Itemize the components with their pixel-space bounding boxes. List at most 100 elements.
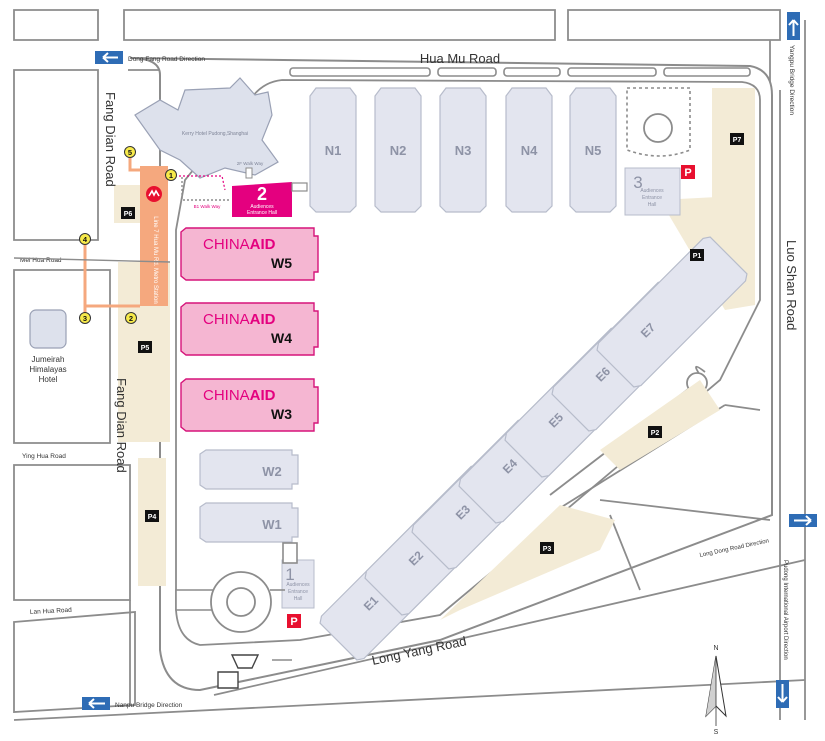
hua-mu-median: [289, 67, 751, 77]
hall-label: W2: [262, 464, 282, 479]
entrance-3-line3: Hall: [648, 202, 657, 208]
metro-exit-1[interactable]: 1: [165, 169, 177, 181]
hall-w3[interactable]: CHINAAID W3: [180, 378, 319, 432]
hall-brand: CHINAAID: [203, 387, 276, 404]
direction-yangpu: Yangpu Bridge Direction: [787, 12, 800, 115]
road-mei-hua-line: [13, 257, 171, 263]
block-left-upper: [13, 69, 99, 241]
metro-station[interactable]: Line 7 Hua Mu Rd. Metro Station: [140, 166, 168, 306]
svg-text:P3: P3: [543, 546, 552, 553]
hall-e7[interactable]: E7: [594, 234, 750, 390]
metro-exit-5[interactable]: 5: [124, 146, 136, 158]
block-left-bottom: [13, 611, 136, 713]
hall-label: N4: [521, 143, 538, 158]
metro-exit-2[interactable]: 2: [125, 312, 137, 324]
west-plain-halls: W1 W2: [199, 449, 299, 543]
hall-brand: CHINAAID: [203, 236, 276, 253]
parking-areas: [114, 88, 755, 620]
block-left-lower: [13, 464, 131, 601]
hall-label: W1: [262, 517, 282, 532]
hall-n1[interactable]: N1: [309, 87, 357, 213]
entrance-1-line1: Audiences: [286, 582, 310, 588]
entrance-1[interactable]: 1 Audiences Entrance Hall: [281, 559, 315, 609]
parking-p5: P5: [138, 341, 152, 353]
svg-text:P: P: [684, 167, 691, 179]
svg-text:1: 1: [169, 171, 173, 180]
hall-n2[interactable]: N2: [374, 87, 422, 213]
compass: N S: [705, 645, 727, 736]
north-roundabout: [626, 87, 691, 157]
parking-icon-south: P: [287, 614, 301, 628]
hall-n5[interactable]: N5: [569, 87, 617, 213]
svg-text:P2: P2: [651, 430, 660, 437]
main-roads: [13, 20, 806, 721]
road-mei-hua-label: Mei Hua Road: [20, 257, 62, 264]
entrance-1-connector: [282, 542, 298, 564]
hall-w1[interactable]: W1: [199, 502, 299, 543]
metro-exits: 1 2 3 4 5: [79, 146, 177, 324]
svg-text:2: 2: [129, 314, 133, 323]
entrance-3[interactable]: 3 Audiences Entrance Hall: [624, 167, 681, 216]
south-roundabout: [175, 571, 285, 633]
hall-n4[interactable]: N4: [505, 87, 553, 213]
metro-station-label: Line 7 Hua Mu Rd. Metro Station: [152, 216, 158, 303]
direction-nanpu: Nanpu Bridge Direction: [82, 697, 183, 710]
entrance-2[interactable]: 2 Audiences Entrance Hall: [232, 182, 292, 217]
road-luo-shan-label: Luo Shan Road: [784, 240, 799, 330]
parking-p3: P3: [540, 542, 554, 554]
direction-long-dong-label: Long Dong Road Direction: [699, 538, 769, 559]
walkway-b1-label: B1 Walk Way: [194, 204, 221, 209]
direction-pudong-airport-label: Pudong International Airport Direction: [782, 560, 788, 660]
hall-label: W4: [271, 330, 292, 346]
direction-nanpu-label: Nanpu Bridge Direction: [115, 702, 183, 709]
entrance-1-line3: Hall: [294, 596, 303, 602]
metro-exit-3[interactable]: 3: [79, 312, 91, 324]
svg-text:P1: P1: [693, 253, 702, 260]
entrance-2-bridge: [291, 182, 308, 192]
svg-text:3: 3: [83, 314, 87, 323]
jumeirah-label-1: Jumeirah: [32, 355, 65, 364]
hall-label: N1: [325, 143, 342, 158]
svg-text:P7: P7: [733, 137, 742, 144]
parking-icon-north: P: [681, 165, 695, 179]
kerry-hotel-building: [134, 77, 279, 179]
road-fang-dian-lower-label: Fang Dian Road: [114, 378, 129, 473]
parking-p6: P6: [121, 207, 135, 219]
road-ying-hua-label: Ying Hua Road: [22, 453, 66, 460]
svg-text:4: 4: [83, 235, 88, 244]
jumeirah-building: [29, 309, 67, 349]
hall-label: N5: [585, 143, 602, 158]
compass-north: N: [713, 645, 718, 652]
parking-p2: P2: [648, 426, 662, 438]
block-top-right: [567, 9, 781, 41]
hall-label: W3: [271, 406, 292, 422]
hall-w2[interactable]: W2: [199, 449, 299, 490]
svg-text:P: P: [290, 616, 297, 628]
hall-n3[interactable]: N3: [439, 87, 487, 213]
hall-brand: CHINAAID: [203, 311, 276, 328]
hall-w4[interactable]: CHINAAID W4: [180, 302, 319, 356]
parking-area-p3: [440, 505, 615, 620]
parking-area-p2: [600, 380, 720, 470]
road-fang-dian-upper-label: Fang Dian Road: [103, 92, 118, 187]
parking-p1: P1: [690, 249, 704, 261]
entrance-2-line2: Entrance Hall: [247, 210, 277, 216]
entrance-3-number: 3: [633, 173, 642, 192]
entrance-3-line1: Audiences: [640, 188, 664, 194]
road-lan-hua-label: Lan Hua Road: [30, 607, 73, 616]
kerry-hotel-label: Kerry Hotel Pudong,Shanghai: [182, 131, 248, 137]
walkway-2f: [245, 167, 253, 179]
entrance-1-line2: Entrance: [288, 589, 308, 595]
svg-text:5: 5: [128, 148, 132, 157]
road-hua-mu-label: Hua Mu Road: [420, 51, 500, 66]
metro-exit-4[interactable]: 4: [79, 233, 91, 245]
compass-south: S: [714, 729, 719, 736]
svg-text:P5: P5: [141, 345, 150, 352]
parking-p4: P4: [145, 510, 159, 522]
jumeirah-label-3: Hotel: [39, 375, 58, 384]
